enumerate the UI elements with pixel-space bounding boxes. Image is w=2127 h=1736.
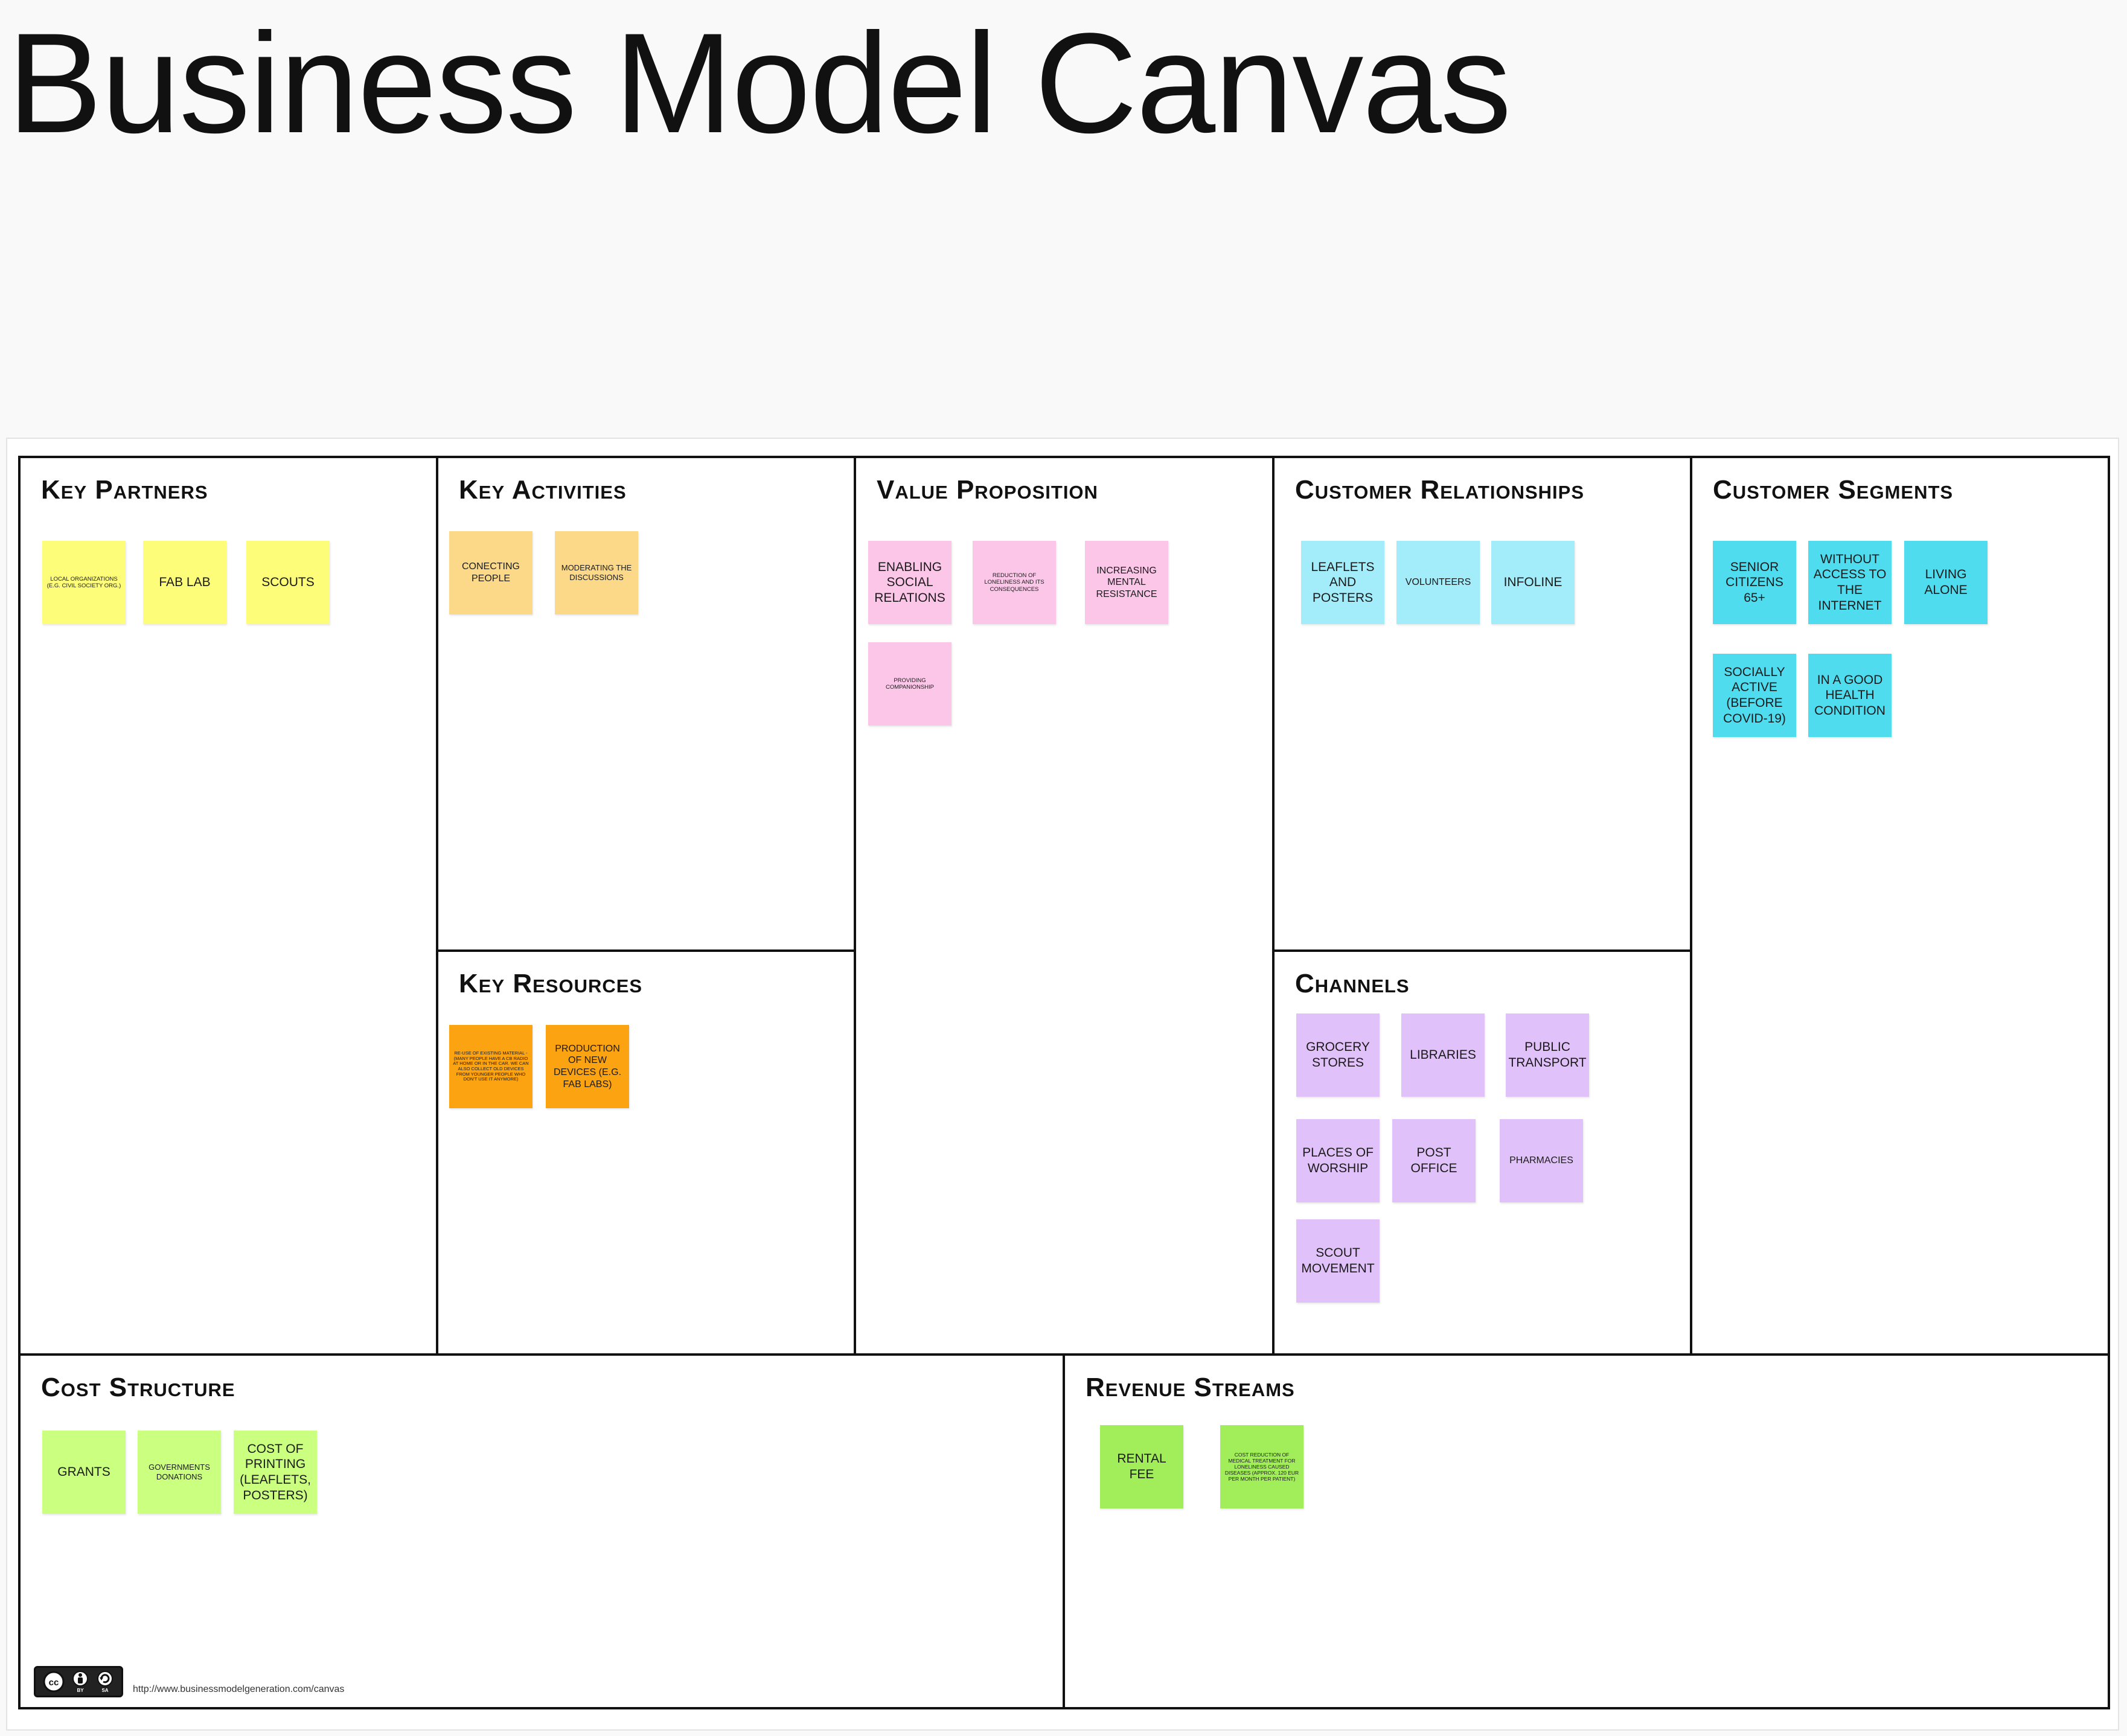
section-title-key-partners: Key Partners: [41, 475, 208, 505]
sticky-note[interactable]: PHARMACIES: [1500, 1119, 1583, 1202]
sticky-note[interactable]: ENABLING SOCIAL RELATIONS: [868, 541, 952, 624]
section-channels: Channels GROCERY STORES LIBRARIES PUBLIC…: [1275, 952, 1692, 1353]
sticky-note[interactable]: PLACES OF WORSHIP: [1296, 1119, 1380, 1202]
creative-commons-badge: cc BY SA: [34, 1666, 123, 1697]
sa-icon: SA: [97, 1671, 114, 1693]
section-title-customer-relationships: Customer Relationships: [1295, 475, 1584, 505]
canvas-source-link[interactable]: http://www.businessmodelgeneration.com/c…: [133, 1684, 345, 1694]
sticky-note[interactable]: MODERATING THE DISCUSSIONS: [555, 531, 638, 614]
section-revenue-streams: Revenue Streams RENTAL FEE COST REDUCTIO…: [1065, 1353, 2108, 1707]
sticky-note[interactable]: FAB LAB: [143, 541, 226, 624]
sticky-note[interactable]: RENTAL FEE: [1100, 1425, 1183, 1508]
sticky-note[interactable]: VOLUNTEERS: [1396, 541, 1480, 624]
sticky-note[interactable]: LOCAL ORGANIZATIONS (E.G. CIVIL SOCIETY …: [42, 541, 126, 624]
sticky-note[interactable]: RE-USE OF EXISTING MATERIAL - (MANY PEOP…: [449, 1025, 533, 1108]
sticky-note[interactable]: COST REDUCTION OF MEDICAL TREATMENT FOR …: [1220, 1425, 1303, 1508]
section-cost-structure: Cost Structure GRANTS GOVERNMENTS DONATI…: [21, 1353, 1065, 1707]
section-key-activities: Key Activities CONECTING PEOPLE MODERATI…: [438, 458, 856, 952]
sticky-note[interactable]: INFOLINE: [1491, 541, 1575, 624]
page-title: Business Model Canvas: [7, 4, 1512, 163]
sticky-note[interactable]: POST OFFICE: [1392, 1119, 1476, 1202]
sticky-note[interactable]: GRANTS: [42, 1431, 126, 1514]
business-model-canvas: Key Partners LOCAL ORGANIZATIONS (E.G. C…: [18, 456, 2110, 1709]
section-title-key-activities: Key Activities: [459, 475, 627, 505]
sticky-note[interactable]: WITHOUT ACCESS TO THE INTERNET: [1808, 541, 1892, 624]
sticky-note[interactable]: REDUCTION OF LONELINESS AND ITS CONSEQUE…: [973, 541, 1056, 624]
by-icon: BY: [72, 1671, 88, 1693]
sticky-note[interactable]: GROCERY STORES: [1296, 1013, 1380, 1097]
sa-label: SA: [102, 1688, 109, 1693]
section-title-channels: Channels: [1295, 969, 1410, 998]
sticky-note[interactable]: SENIOR CITIZENS 65+: [1713, 541, 1796, 624]
section-title-revenue-streams: Revenue Streams: [1086, 1373, 1295, 1402]
sticky-note[interactable]: SCOUT MOVEMENT: [1296, 1219, 1380, 1303]
section-title-cost-structure: Cost Structure: [41, 1373, 235, 1402]
sticky-note[interactable]: PRODUCTION OF NEW DEVICES (E.G. FAB LABS…: [546, 1025, 629, 1108]
sticky-note[interactable]: SOCIALLY ACTIVE (BEFORE COVID-19): [1713, 654, 1796, 737]
section-title-value-proposition: Value Proposition: [877, 475, 1098, 505]
sticky-note[interactable]: COST OF PRINTING (LEAFLETS, POSTERS): [234, 1431, 317, 1514]
sticky-note[interactable]: GOVERNMENTS DONATIONS: [138, 1431, 221, 1514]
sticky-note[interactable]: INCREASING MENTAL RESISTANCE: [1085, 541, 1168, 624]
section-title-key-resources: Key Resources: [459, 969, 643, 998]
sticky-note[interactable]: LIBRARIES: [1401, 1013, 1485, 1097]
section-key-partners: Key Partners LOCAL ORGANIZATIONS (E.G. C…: [21, 458, 438, 1353]
section-key-resources: Key Resources RE-USE OF EXISTING MATERIA…: [438, 952, 856, 1353]
sticky-note[interactable]: LEAFLETS AND POSTERS: [1301, 541, 1384, 624]
cc-icon: cc: [43, 1671, 65, 1693]
by-label: BY: [77, 1688, 84, 1693]
sticky-note[interactable]: LIVING ALONE: [1904, 541, 1988, 624]
svg-text:cc: cc: [48, 1677, 59, 1688]
section-customer-segments: Customer Segments SENIOR CITIZENS 65+ WI…: [1692, 458, 2108, 1353]
section-customer-relationships: Customer Relationships LEAFLETS AND POST…: [1275, 458, 1692, 952]
sticky-note[interactable]: PROVIDING COMPANIONSHIP: [868, 642, 952, 726]
sticky-note[interactable]: CONECTING PEOPLE: [449, 531, 533, 614]
section-title-customer-segments: Customer Segments: [1713, 475, 1954, 505]
sticky-note[interactable]: IN A GOOD HEALTH CONDITION: [1808, 654, 1892, 737]
sticky-note[interactable]: PUBLIC TRANSPORT: [1506, 1013, 1589, 1097]
section-value-proposition: Value Proposition ENABLING SOCIAL RELATI…: [856, 458, 1275, 1353]
sticky-note[interactable]: SCOUTS: [246, 541, 330, 624]
